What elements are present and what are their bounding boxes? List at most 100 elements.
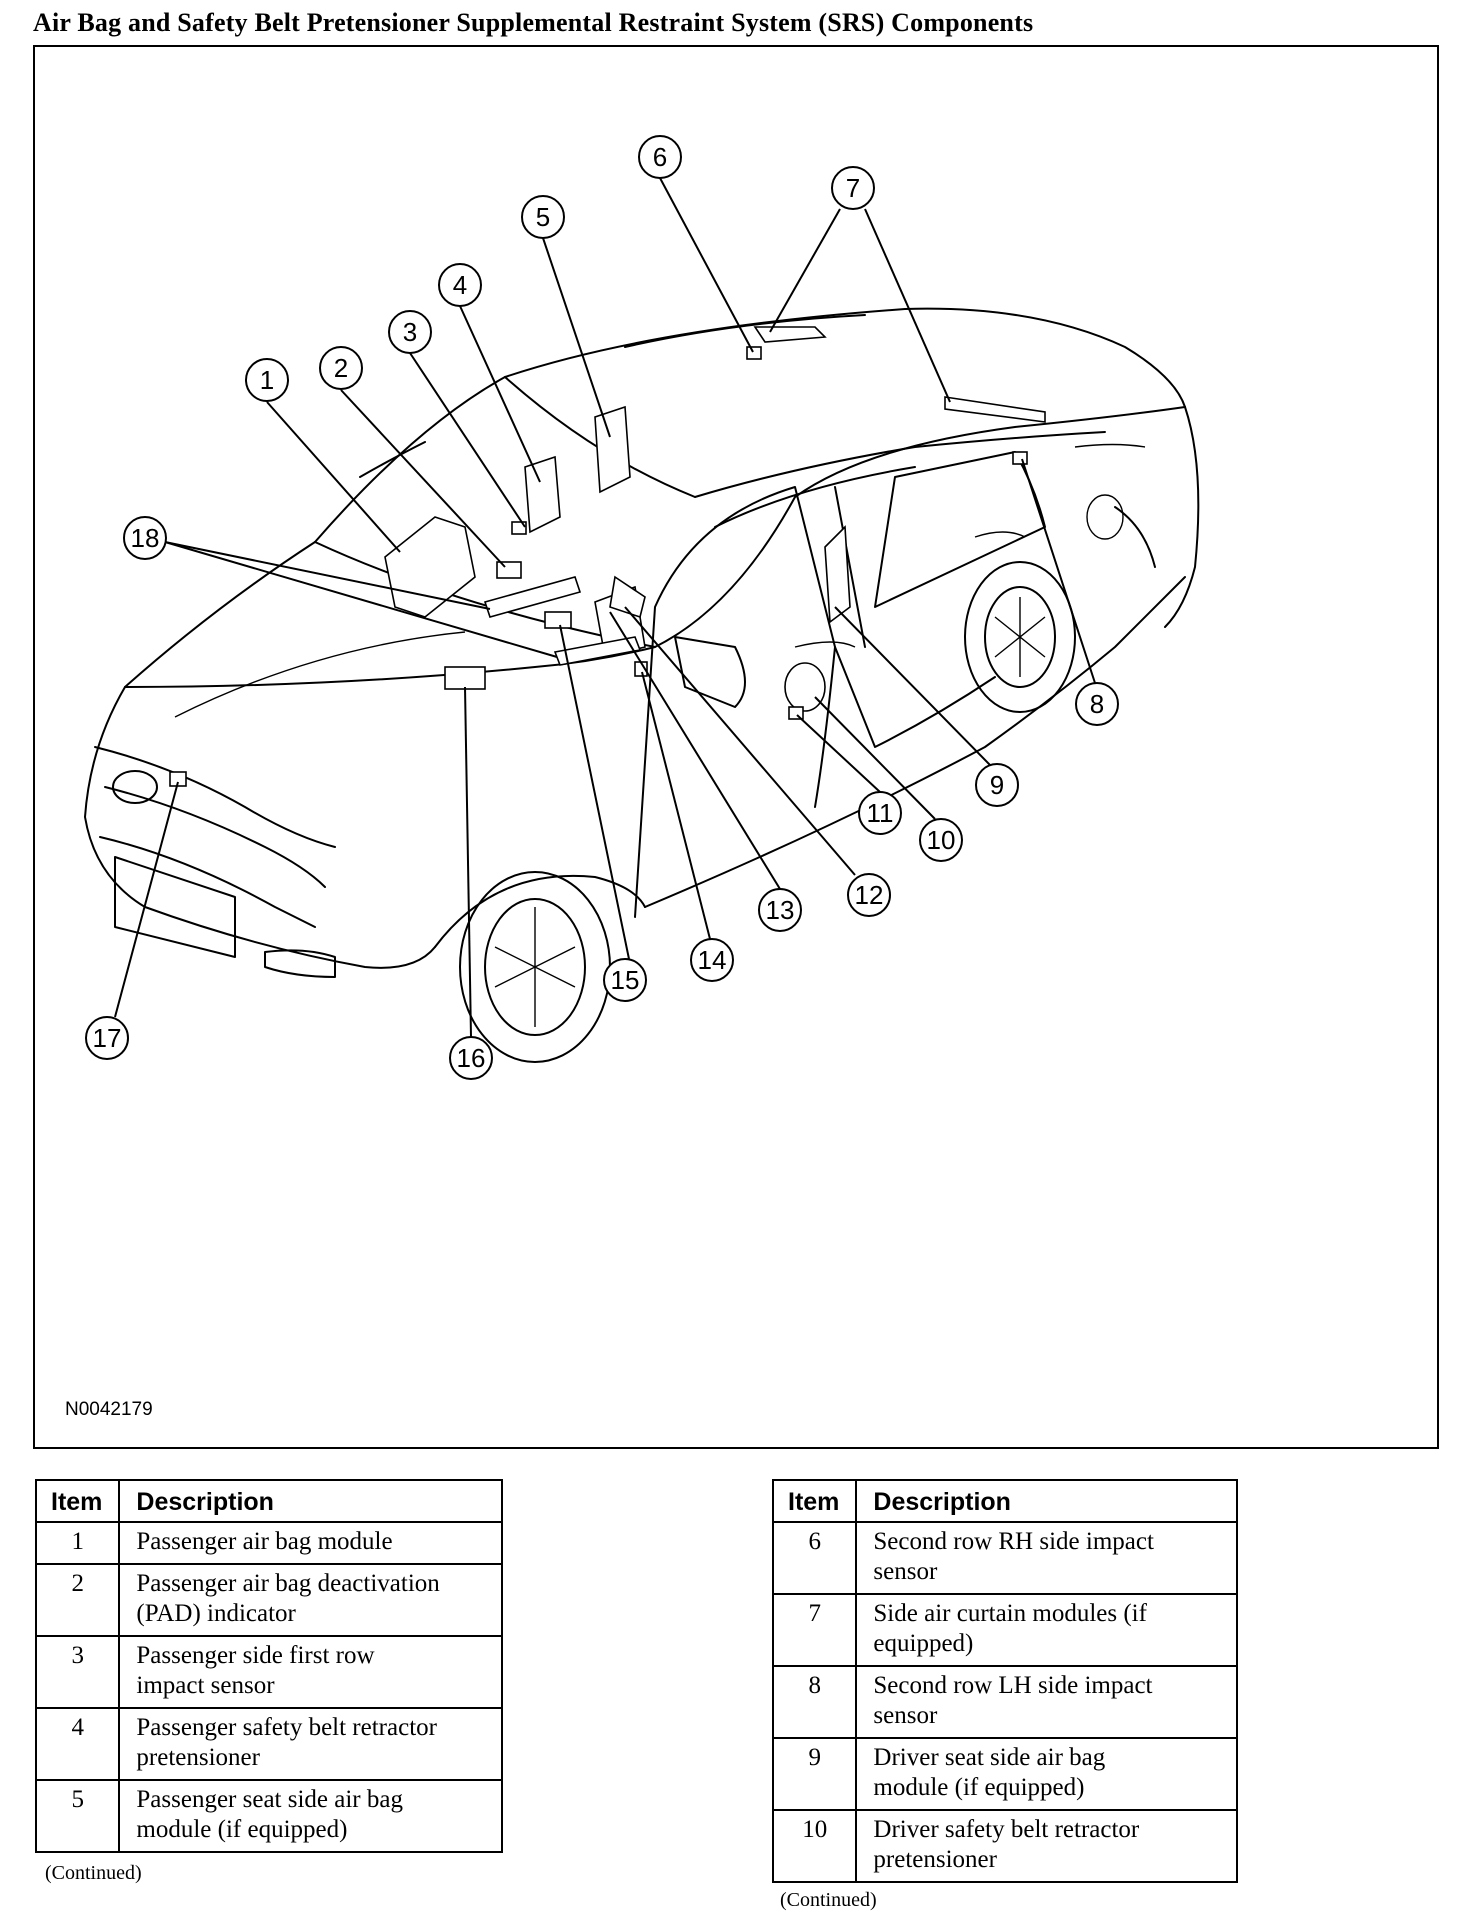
item-description: Second row RH side impact sensor [855, 1521, 1238, 1595]
item-description: Passenger air bag deactivation (PAD) indi… [118, 1563, 503, 1637]
callout-18: 18 [123, 516, 167, 560]
table-row: 8 Second row LH side impact sensor [771, 1665, 1238, 1739]
description-line: equipped) [873, 1630, 974, 1657]
callout-5: 5 [521, 195, 565, 239]
callout-13: 13 [758, 888, 802, 932]
svg-text:2: 2 [334, 353, 348, 383]
item-column-header: Item [771, 1479, 858, 1523]
description-line: Passenger air bag module [136, 1528, 393, 1555]
item-number: 1 [34, 1521, 121, 1565]
description-line: Passenger side first row [136, 1642, 375, 1669]
item-number: 7 [771, 1593, 858, 1667]
callout-2: 2 [319, 346, 363, 390]
description-line: Driver safety belt retractor [873, 1816, 1140, 1843]
description-line: impact sensor [136, 1672, 275, 1699]
svg-text:1: 1 [260, 365, 274, 395]
svg-text:18: 18 [131, 523, 160, 553]
item-number: 8 [771, 1665, 858, 1739]
components [169, 326, 1046, 787]
page-title: Air Bag and Safety Belt Pretensioner Sup… [33, 8, 1034, 37]
car-outline [84, 307, 1200, 1063]
item-number: 6 [771, 1521, 858, 1595]
description-line: module (if equipped) [136, 1816, 348, 1843]
description-line: Passenger air bag deactivation [136, 1570, 440, 1597]
callout-8: 8 [1075, 682, 1119, 726]
items-table-right: Item Description 6 Second row RH side im… [771, 1479, 1238, 1883]
table-row: 2 Passenger air bag deactivation (PAD) in… [34, 1563, 503, 1637]
description-line: (PAD) indicator [136, 1600, 296, 1627]
svg-text:13: 13 [766, 895, 795, 925]
item-description: Passenger air bag module [118, 1521, 503, 1565]
item-description: Driver seat side air bag module (if equip… [855, 1737, 1238, 1811]
callout-7: 7 [831, 166, 875, 210]
item-column-header: Item [34, 1479, 121, 1523]
description-line: module (if equipped) [873, 1774, 1085, 1801]
item-number: 10 [771, 1809, 858, 1883]
table-header-row: Item Description [34, 1479, 503, 1523]
item-number: 9 [771, 1737, 858, 1811]
description-column-header: Description [118, 1479, 503, 1523]
callout-9: 9 [975, 763, 1019, 807]
table-row: 9 Driver seat side air bag module (if equ… [771, 1737, 1238, 1811]
table-row: 4 Passenger safety belt retractor pretens… [34, 1707, 503, 1781]
diagram-frame: 1 2 3 4 5 6 7 8 9 10 11 12 13 14 15 16 1… [33, 45, 1439, 1449]
svg-text:11: 11 [867, 798, 894, 828]
callout-14: 14 [690, 938, 734, 982]
table-row: 6 Second row RH side impact sensor [771, 1521, 1238, 1595]
callout-17: 17 [85, 1016, 129, 1060]
table-header-row: Item Description [771, 1479, 1238, 1523]
item-description: Second row LH side impact sensor [855, 1665, 1238, 1739]
table-row: 5 Passenger seat side air bag module (if … [34, 1779, 503, 1853]
description-line: pretensioner [873, 1846, 997, 1873]
callout-1: 1 [245, 358, 289, 402]
callout-16: 16 [449, 1036, 493, 1080]
svg-text:4: 4 [453, 270, 467, 300]
description-line: sensor [873, 1558, 938, 1585]
table-row: 7 Side air curtain modules (if equipped) [771, 1593, 1238, 1667]
car-diagram: 1 2 3 4 5 6 7 8 9 10 11 12 13 14 15 16 1… [84, 135, 1200, 1080]
svg-text:8: 8 [1090, 689, 1104, 719]
item-description: Passenger safety belt retractor pretensio… [118, 1707, 503, 1781]
svg-text:7: 7 [846, 173, 860, 203]
callout-3: 3 [388, 310, 432, 354]
description-line: Second row LH side impact [873, 1672, 1153, 1699]
item-number: 2 [34, 1563, 121, 1637]
description-column-header: Description [855, 1479, 1238, 1523]
description-line: Passenger safety belt retractor [136, 1714, 437, 1741]
description-line: Side air curtain modules (if [873, 1600, 1147, 1627]
item-description: Side air curtain modules (if equipped) [855, 1593, 1238, 1667]
callout-6: 6 [638, 135, 682, 179]
svg-text:15: 15 [611, 965, 640, 995]
table-row: 10 Driver safety belt retractor pretensio… [771, 1809, 1238, 1883]
description-line: pretensioner [136, 1744, 260, 1771]
description-line: Second row RH side impact [873, 1528, 1154, 1555]
continued-note-right: (Continued) [780, 1889, 877, 1911]
callout-4: 4 [438, 263, 482, 307]
svg-text:16: 16 [457, 1043, 486, 1073]
svg-text:10: 10 [927, 825, 956, 855]
description-line: Driver seat side air bag [873, 1744, 1106, 1771]
description-line: sensor [873, 1702, 938, 1729]
svg-text:6: 6 [653, 142, 667, 172]
item-description: Passenger seat side air bag module (if eq… [118, 1779, 503, 1853]
callout-11: 11 [858, 791, 902, 835]
svg-text:14: 14 [698, 945, 727, 975]
svg-text:3: 3 [403, 317, 417, 347]
description-line: Passenger seat side air bag [136, 1786, 403, 1813]
item-description: Driver safety belt retractor pretensioner [855, 1809, 1238, 1883]
callouts: 1 2 3 4 5 6 7 8 9 10 11 12 13 14 15 16 1… [85, 135, 1119, 1080]
continued-note-left: (Continued) [45, 1862, 142, 1884]
figure-id: N0042179 [65, 1399, 153, 1420]
item-number: 5 [34, 1779, 121, 1853]
leader-lines [114, 177, 1096, 1038]
items-table-left: Item Description 1 Passenger air bag mod… [34, 1479, 503, 1853]
item-number: 4 [34, 1707, 121, 1781]
item-description: Passenger side first row impact sensor [118, 1635, 503, 1709]
callout-15: 15 [603, 958, 647, 1002]
svg-text:12: 12 [855, 880, 884, 910]
svg-text:5: 5 [536, 202, 550, 232]
svg-text:17: 17 [93, 1023, 122, 1053]
callout-10: 10 [919, 818, 963, 862]
callout-12: 12 [847, 873, 891, 917]
